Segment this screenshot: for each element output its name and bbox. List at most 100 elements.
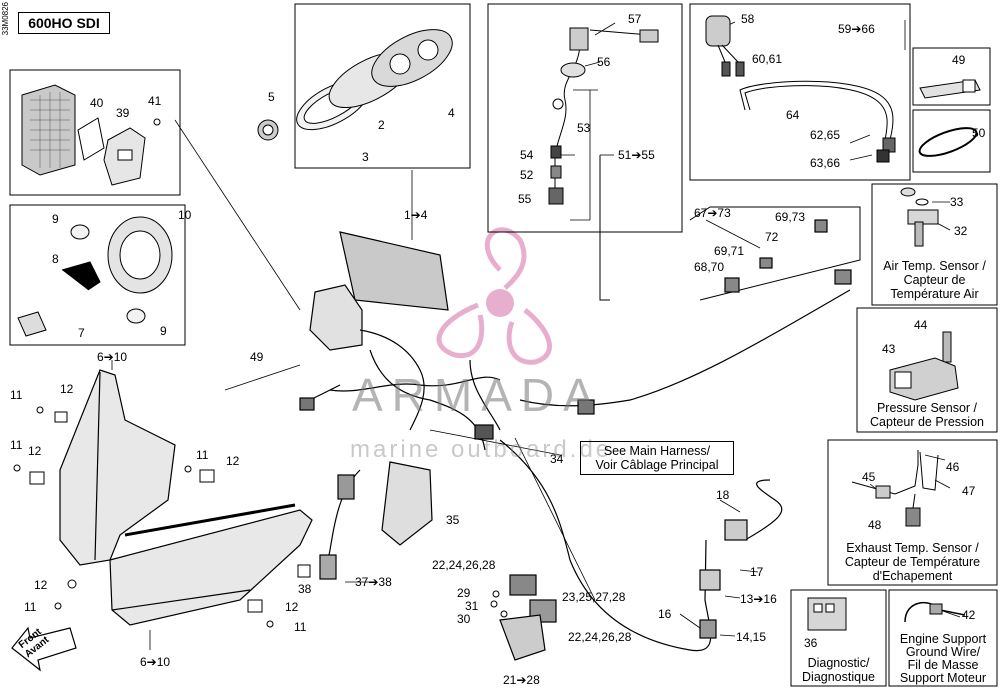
main-harness-caption-line1: See Main Harness/ [603, 444, 711, 458]
ground-caption-line3: Fil de Masse [907, 658, 979, 672]
callout-14-15: 14,15 [736, 630, 767, 644]
callout-33: 33 [950, 195, 964, 209]
ground-caption-line2: Ground Wire/ [905, 645, 981, 659]
callout-7: 7 [78, 326, 85, 340]
callout-11-c: 11 [196, 448, 209, 462]
main-harness-caption-box: See Main Harness/ Voir Câblage Principal [580, 441, 734, 475]
air-temp-caption-line2: Capteur de [903, 273, 966, 287]
sensor-harness-51-55-drawing [548, 27, 659, 205]
callout-21-28: 21➔28 [503, 673, 540, 687]
exhaust-caption-line2: Capteur de Température [844, 555, 981, 569]
callout-59-66: 59➔66 [838, 22, 875, 36]
callout-16: 16 [658, 607, 672, 621]
main-harness-drawing [299, 219, 852, 661]
callout-72: 72 [765, 230, 779, 244]
callout-11-a: 11 [10, 388, 23, 402]
main-harness-caption-line2: Voir Câblage Principal [595, 458, 719, 472]
callout-62-65: 62,65 [810, 128, 841, 142]
callout-43: 43 [882, 342, 896, 356]
callout-37-38: 37➔38 [355, 575, 392, 589]
fasteners-drawing [13, 118, 508, 628]
callout-68-70: 68,70 [694, 260, 725, 274]
callout-40: 40 [90, 96, 104, 110]
callout-67-73: 67➔73 [694, 206, 731, 220]
callout-49-b: 49 [952, 53, 966, 67]
callout-44: 44 [914, 318, 928, 332]
callout-64: 64 [786, 108, 800, 122]
callout-69-73: 69,73 [775, 210, 806, 224]
callout-55: 55 [518, 192, 532, 206]
model-title: 600HO SDI [18, 12, 110, 34]
callout-35: 35 [446, 513, 460, 527]
ground-caption-line1: Engine Support [899, 632, 987, 646]
callout-39: 39 [116, 106, 130, 120]
callout-54: 54 [520, 148, 534, 162]
callout-58: 58 [741, 12, 755, 26]
callout-38: 38 [298, 582, 312, 596]
callout-34: 34 [550, 452, 564, 466]
document-code: 33M0826 [1, 2, 10, 36]
callout-12-c: 12 [226, 454, 240, 468]
callout-63-66: 63,66 [810, 156, 841, 170]
callout-42: 42 [962, 608, 976, 622]
callout-17: 17 [750, 565, 764, 579]
callout-4: 4 [448, 106, 455, 120]
callout-29: 29 [457, 586, 471, 600]
callout-11-d: 11 [24, 600, 37, 614]
callout-6-10-top: 6➔10 [97, 350, 128, 364]
callout-10: 10 [178, 208, 192, 222]
watermark-tagline: marine outboard.de [350, 436, 613, 463]
callout-57: 57 [628, 12, 642, 26]
watermark-logo [436, 227, 552, 365]
callout-60-61: 60,61 [752, 52, 783, 66]
callout-41: 41 [148, 94, 162, 108]
callout-45: 45 [862, 470, 876, 484]
callout-8: 8 [52, 252, 59, 266]
callout-2: 2 [378, 118, 385, 132]
air-temp-caption-line3: Température Air [890, 287, 979, 301]
gauge-cluster-drawing [257, 29, 453, 141]
callout-12-d: 12 [34, 578, 48, 592]
diagnostic-caption-line2: Diagnostique [802, 670, 875, 684]
pressure-caption-line2: Capteur de Pression [870, 415, 984, 429]
callout-23: 23,25,27,28 [562, 590, 626, 604]
callout-49-a: 49 [250, 350, 264, 364]
callout-32: 32 [954, 224, 968, 238]
callout-46: 46 [946, 460, 960, 474]
callout-69-71: 69,71 [714, 244, 745, 258]
callout-9-bottom: 9 [160, 324, 167, 338]
callout-13-16: 13➔16 [740, 592, 777, 606]
callout-6-10-bottom: 6➔10 [140, 655, 171, 669]
callout-9-top: 9 [52, 212, 59, 226]
diagnostic-ground-drawing [807, 597, 966, 631]
watermark-brand: ARMADA [352, 369, 603, 421]
callout-12-b: 12 [28, 444, 42, 458]
exhaust-caption-line3: d'Echapement [872, 569, 953, 583]
callout-48: 48 [868, 518, 882, 532]
callout-1-4: 1➔4 [404, 208, 428, 222]
callout-31: 31 [465, 599, 479, 613]
harness-59-66-drawing [705, 15, 896, 163]
callout-47: 47 [962, 484, 976, 498]
callout-11-e: 11 [294, 620, 307, 634]
callout-51-55: 51➔55 [618, 148, 655, 162]
pressure-caption-line1: Pressure Sensor / [876, 401, 978, 415]
pressure-sensor-drawing [889, 331, 959, 401]
callout-12-a: 12 [60, 382, 74, 396]
callout-50: 50 [972, 126, 986, 140]
callout-18: 18 [716, 488, 730, 502]
exhaust-temp-sensor-drawing [851, 450, 939, 527]
callout-36: 36 [804, 636, 818, 650]
callout-3: 3 [362, 150, 369, 164]
module-40-drawing [21, 84, 146, 186]
callout-22-b: 22,24,26,28 [568, 630, 632, 644]
callout-53: 53 [577, 121, 591, 135]
callout-30: 30 [457, 612, 471, 626]
diagnostic-caption-line1: Diagnostic/ [807, 656, 870, 670]
part-49-50-drawing [918, 79, 981, 157]
callout-11-b: 11 [10, 438, 23, 452]
callout-56: 56 [597, 55, 611, 69]
air-temp-caption-line1: Air Temp. Sensor / [883, 259, 986, 273]
